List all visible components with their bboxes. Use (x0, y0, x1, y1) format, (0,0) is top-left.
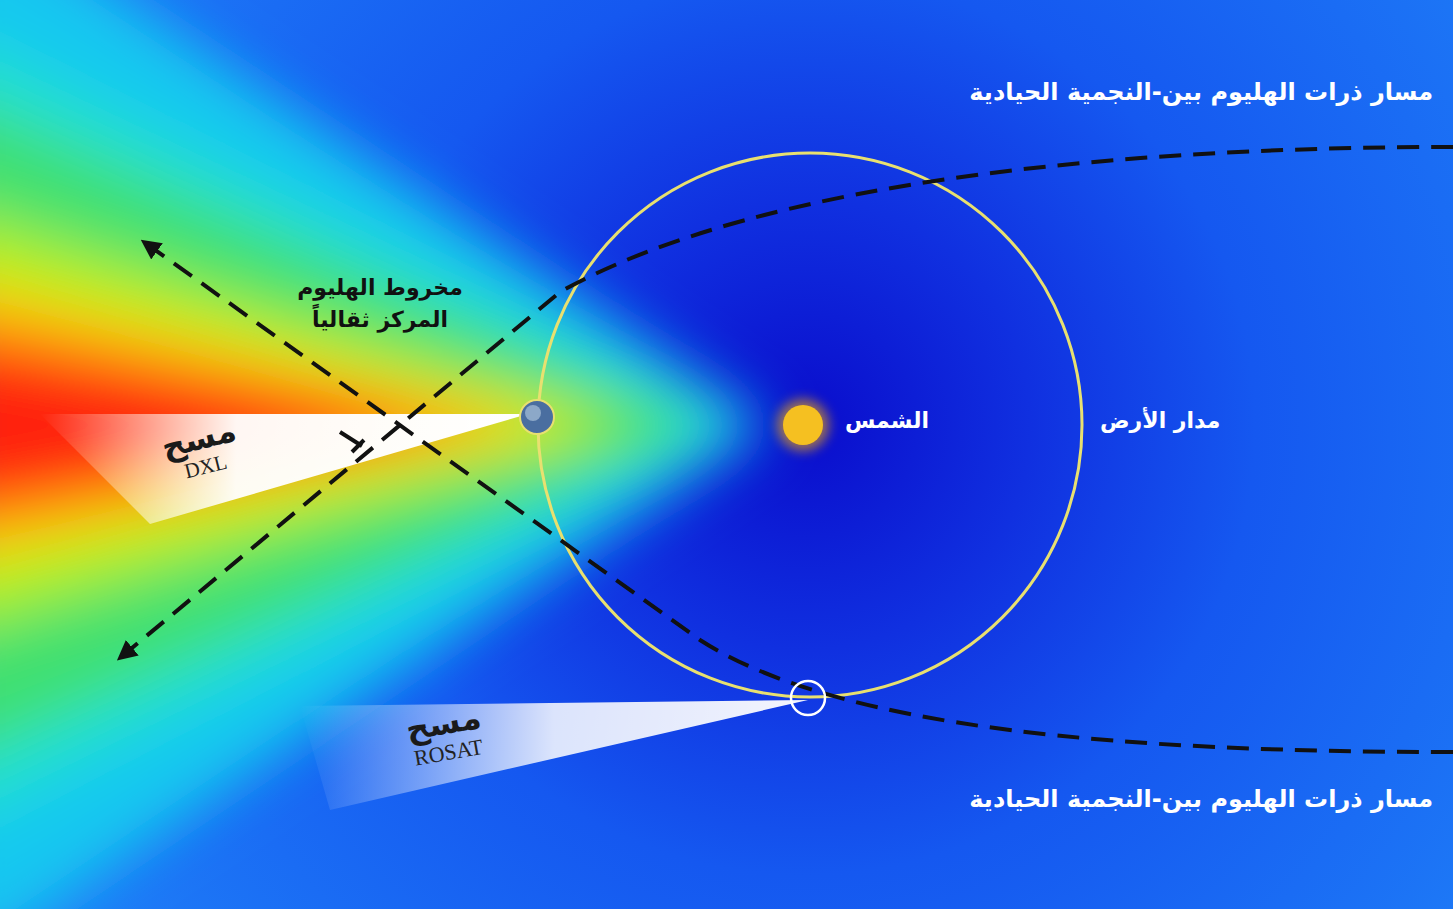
label: مدار الأرض (1100, 408, 1220, 433)
label: مسار ذرات الهليوم بين-النجمية الحيادية (969, 78, 1433, 106)
label: مخروط الهليوم المركز ثقالياً (285, 272, 475, 336)
label: مسار ذرات الهليوم بين-النجمية الحيادية (969, 785, 1433, 813)
label: الشمس (845, 408, 929, 433)
